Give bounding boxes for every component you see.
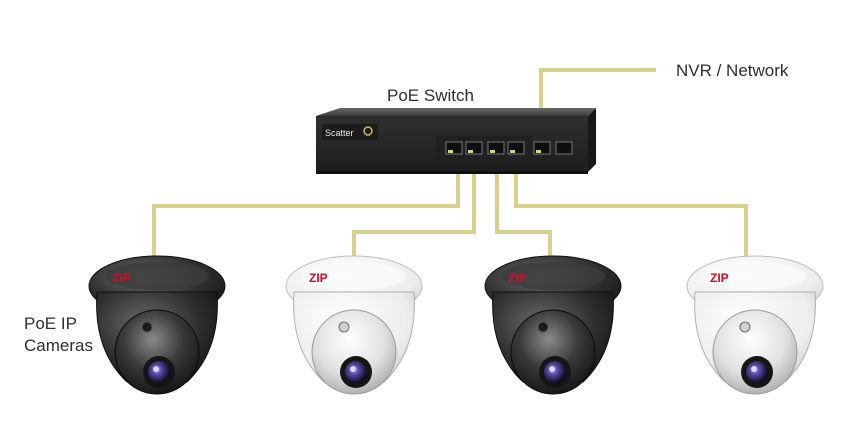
cable-camera-1 bbox=[152, 158, 460, 258]
camera-brand-logo: ZIP bbox=[710, 271, 729, 285]
camera-ball bbox=[311, 309, 397, 395]
switch-brand-text: Scatter bbox=[325, 128, 354, 138]
camera-4: ZIP bbox=[686, 255, 824, 395]
camera-3: ZIP bbox=[484, 255, 622, 395]
nvr-network-label: NVR / Network bbox=[676, 61, 789, 80]
switch-brand-logo bbox=[322, 124, 378, 140]
cameras-label-line1: PoE IP bbox=[24, 314, 77, 333]
camera-lens bbox=[345, 361, 367, 383]
camera-brand-logo: ZIP bbox=[508, 271, 527, 285]
camera-brand-logo: ZIP bbox=[112, 271, 131, 285]
camera-1: ZIP bbox=[88, 255, 226, 395]
cameras-label: PoE IP Cameras bbox=[24, 313, 93, 357]
cable-camera-2 bbox=[352, 158, 476, 262]
camera-ball bbox=[114, 309, 200, 395]
cable-camera-4 bbox=[514, 158, 748, 258]
cables bbox=[152, 68, 748, 262]
cameras-label-line2: Cameras bbox=[24, 336, 93, 355]
camera-lens bbox=[746, 361, 768, 383]
camera-ball bbox=[712, 309, 798, 395]
camera-lens bbox=[148, 361, 170, 383]
switch-port bbox=[555, 141, 573, 155]
camera-group: ZIP ZIP ZIP ZIP bbox=[88, 255, 824, 395]
camera-brand-logo: ZIP bbox=[309, 271, 328, 285]
cable-camera-3 bbox=[495, 158, 552, 258]
camera-ball bbox=[510, 309, 596, 395]
poe-switch: Scatter bbox=[316, 108, 596, 174]
camera-lens bbox=[544, 361, 566, 383]
camera-2: ZIP bbox=[285, 255, 423, 395]
switch-ports bbox=[445, 141, 573, 155]
switch-label: PoE Switch bbox=[387, 86, 474, 105]
